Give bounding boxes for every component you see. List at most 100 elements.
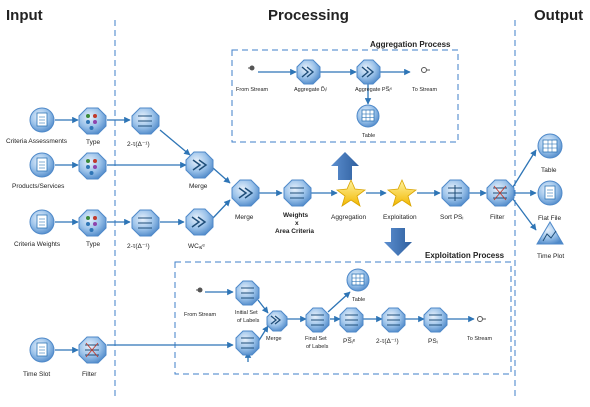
exploitation-node: Exploitation [383,179,418,221]
derive-label: 2-τ(Δ⁻¹) [127,243,150,250]
derive-icon [345,314,358,326]
type-icon [86,114,97,130]
aggregate-icon [191,216,207,228]
type-label: Type [86,241,100,248]
exp-derive-label: 2-τ(Δ⁻¹) [376,338,399,345]
derive-node-2: 2-τ(Δ⁻¹) [127,209,160,250]
wc-label: WCₐⱼᵉ [188,243,205,250]
exp-final-set-label: Final Set [305,336,327,342]
exp-from-stream-label: From Stream [184,312,217,318]
output-time-plot: Time Plot [536,221,564,260]
table-icon [351,273,365,286]
header-input: Input [6,7,43,24]
agg-aggregate-1-label: Aggregate D̃ᵢʲ [294,86,327,93]
type-label: Type [86,139,100,146]
aggregate-icon [301,66,315,78]
from-stream-icon [249,65,255,71]
agg-aggregate-2: Aggregate PS̅ᵢᵉ [355,59,392,93]
star-icon [386,179,418,207]
exp-table-label: Table [352,297,365,303]
exp-merge: Merge [266,310,288,342]
derive-label: 2-τ(Δ⁻¹) [127,141,150,148]
weights-label-1: Weights [283,212,309,219]
exp-ps: PSᵢ [423,307,448,345]
weights-node: Weights x Area Criteria [275,179,314,235]
to-stream-icon [421,67,427,73]
agg-from-stream-label: From Stream [236,87,269,93]
exp-ps-bar: PS̅ᵢᵉ [339,307,364,345]
derive-icon [429,314,442,326]
exp-ps-bar-label: PS̅ᵢᵉ [343,337,356,345]
exp-to-stream: To Stream [467,316,492,342]
wc-node: WCₐⱼᵉ [185,208,214,250]
exp-derive: 2-τ(Δ⁻¹) [376,307,406,345]
time-plot-icon [542,230,557,242]
aggregation-label: Aggregation [331,214,366,221]
input-label: Criteria Weights [14,241,61,248]
exploitation-label: Exploitation [383,214,417,221]
exp-initial-set: Initial Set of Labels [235,280,260,324]
derive-icon [311,314,324,326]
aggregation-process-title: Aggregation Process [370,40,451,49]
derive-icon [387,314,400,326]
input-label: Time Slot [23,371,50,378]
weights-label-2: x [295,220,299,227]
aggregate-icon [361,66,375,78]
exp-table: Table [346,268,370,303]
type-node-3: Type [78,209,107,248]
input-time-slot: Time Slot [23,337,55,378]
exp-to-stream-label: To Stream [467,336,492,342]
big-arrow-up [331,152,359,180]
table-icon [542,139,558,153]
document-icon [36,112,48,127]
table-icon [361,109,375,122]
derive-icon [290,187,304,199]
derive-icon [138,217,152,229]
merge-icon [192,159,208,171]
filter-label: Filter [82,371,97,378]
agg-from-stream: From Stream [236,65,269,93]
filter-node-main: Filter [486,179,515,221]
exp-derive-lower [235,330,260,356]
weights-label-3: Area Criteria [275,228,314,235]
agg-aggregate-1: Aggregate D̃ᵢʲ [294,59,327,93]
star-icon [335,179,367,207]
derive-icon [138,115,152,127]
merge-icon [270,315,282,325]
input-label: Criteria Assessments [6,138,68,145]
aggregation-process-box [231,49,459,143]
output-table: Table [537,133,563,174]
agg-table-label: Table [362,133,375,139]
sort-node: Sort PSᵢ [440,179,470,221]
exp-from-stream: From Stream [184,287,217,318]
filter-node-time: Filter [78,336,107,378]
agg-to-stream: To Stream [412,67,437,93]
output-flat-file: Flat File [537,180,563,222]
connections [55,68,537,362]
merge-icon [238,187,254,199]
merge-label: Merge [189,183,208,190]
merge-node-2: Merge [231,179,260,221]
output-label: Time Plot [537,253,564,260]
exp-merge-label: Merge [266,336,282,342]
from-stream-icon [197,287,203,293]
exploitation-process-title: Exploitation Process [425,251,505,260]
document-icon [36,157,48,172]
input-criteria-weights: Criteria Weights [14,209,61,248]
input-label: Products/Services [12,183,65,190]
exp-of-labels-label: of Labels [237,318,260,324]
output-label: Flat File [538,215,562,222]
document-icon [36,214,48,229]
aggregation-node: Aggregation [331,179,367,221]
document-icon [36,342,48,357]
sort-label: Sort PSᵢ [440,214,463,221]
filter-label: Filter [490,214,505,221]
header-processing: Processing [268,7,349,24]
type-icon [86,159,97,175]
type-node-2 [78,152,107,180]
derive-icon [241,287,254,299]
big-arrow-down [384,228,412,256]
exp-final-set: Final Set of Labels [305,307,330,350]
merge-node-1: Merge [185,151,214,190]
